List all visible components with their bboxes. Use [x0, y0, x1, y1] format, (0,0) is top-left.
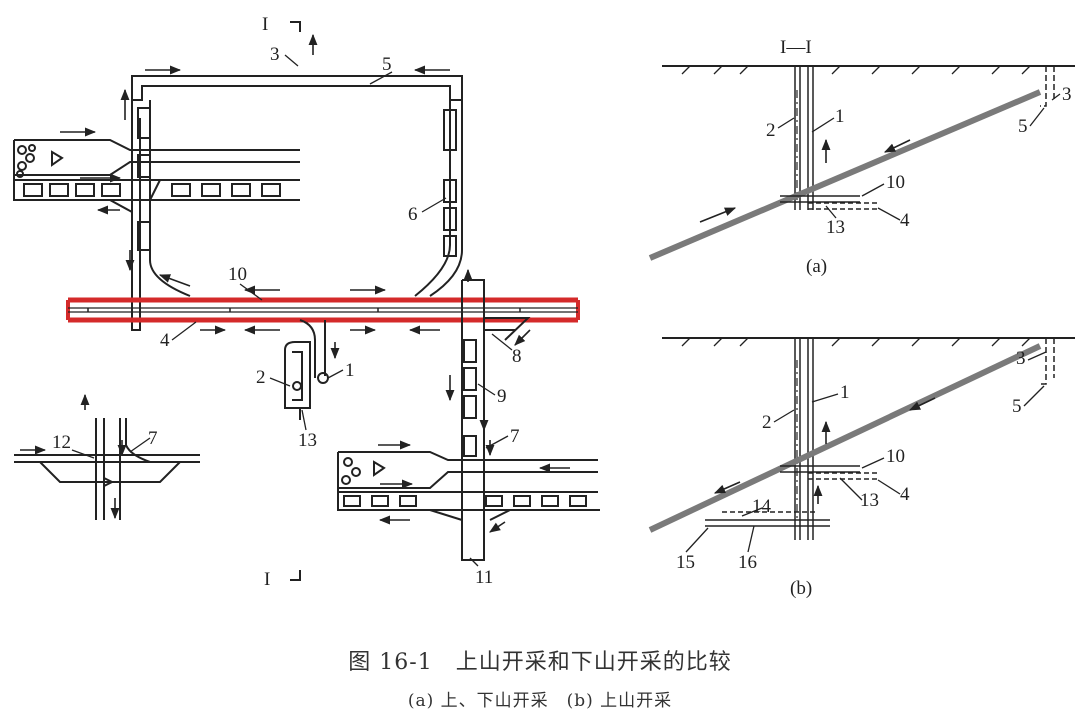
- label-5: 5: [382, 54, 392, 75]
- label-7-plan: 7: [510, 426, 520, 447]
- junction-detail: [14, 418, 200, 520]
- left-upcast-roadway: [131, 100, 191, 331]
- section-mark-bottom: I: [264, 569, 270, 590]
- label-3: 3: [270, 44, 280, 65]
- subfig-b-label: (b): [790, 578, 812, 599]
- shaft-area: [284, 319, 329, 420]
- section-mark-top: I: [262, 14, 268, 35]
- label-a-4: 4: [900, 210, 910, 231]
- label-10: 10: [228, 264, 247, 285]
- section-title: I—I: [780, 37, 812, 58]
- label-a-10: 10: [886, 172, 905, 193]
- label-9: 9: [497, 386, 507, 407]
- labels: I I 3 5 6 10 4 2 1 13 8 9 7 11 12 7 I—I …: [52, 14, 1072, 599]
- section-marks: [290, 21, 301, 581]
- label-12: 12: [52, 432, 71, 453]
- label-13: 13: [298, 430, 317, 451]
- figure-subcaption: (a) 上、下山开采 (b) 上山开采: [407, 691, 673, 711]
- label-1: 1: [345, 360, 355, 381]
- section-b: [648, 337, 1075, 540]
- label-b-13: 13: [860, 490, 879, 511]
- label-6: 6: [408, 204, 418, 225]
- label-a-13: 13: [826, 217, 845, 238]
- label-b-4: 4: [900, 484, 910, 505]
- label-7-detail: 7: [148, 428, 158, 449]
- label-4: 4: [160, 330, 170, 351]
- right-roadway: [414, 100, 463, 297]
- label-a-2: 2: [766, 120, 776, 141]
- leader-lines: [71, 54, 1061, 567]
- label-11: 11: [475, 567, 493, 588]
- lower-right-panel: [337, 451, 600, 521]
- label-a-1: 1: [835, 106, 845, 127]
- label-8: 8: [512, 346, 522, 367]
- main-haulage-roadway: [66, 297, 580, 323]
- label-b-5: 5: [1012, 396, 1022, 417]
- label-2: 2: [256, 367, 266, 388]
- label-b-15: 15: [676, 552, 695, 573]
- label-b-14: 14: [752, 496, 772, 517]
- upper-left-panel: [13, 139, 300, 213]
- label-b-10: 10: [886, 446, 905, 467]
- section-a: [648, 65, 1075, 261]
- figure-caption: 图 16-1 上山开采和下山开采的比较: [348, 650, 732, 675]
- subfig-a-label: (a): [806, 256, 827, 277]
- label-a-3: 3: [1062, 84, 1072, 105]
- plan-view: [13, 21, 600, 581]
- flow-arrows: [20, 33, 570, 533]
- section-b-arrows: [713, 397, 936, 504]
- label-b-16: 16: [738, 552, 757, 573]
- label-a-5: 5: [1018, 116, 1028, 137]
- label-b-3: 3: [1016, 348, 1026, 369]
- section-a-arrows: [699, 138, 911, 223]
- downcast-roadway: [461, 279, 531, 561]
- return-airway: [131, 75, 463, 101]
- label-b-2: 2: [762, 412, 772, 433]
- label-b-1: 1: [840, 382, 850, 403]
